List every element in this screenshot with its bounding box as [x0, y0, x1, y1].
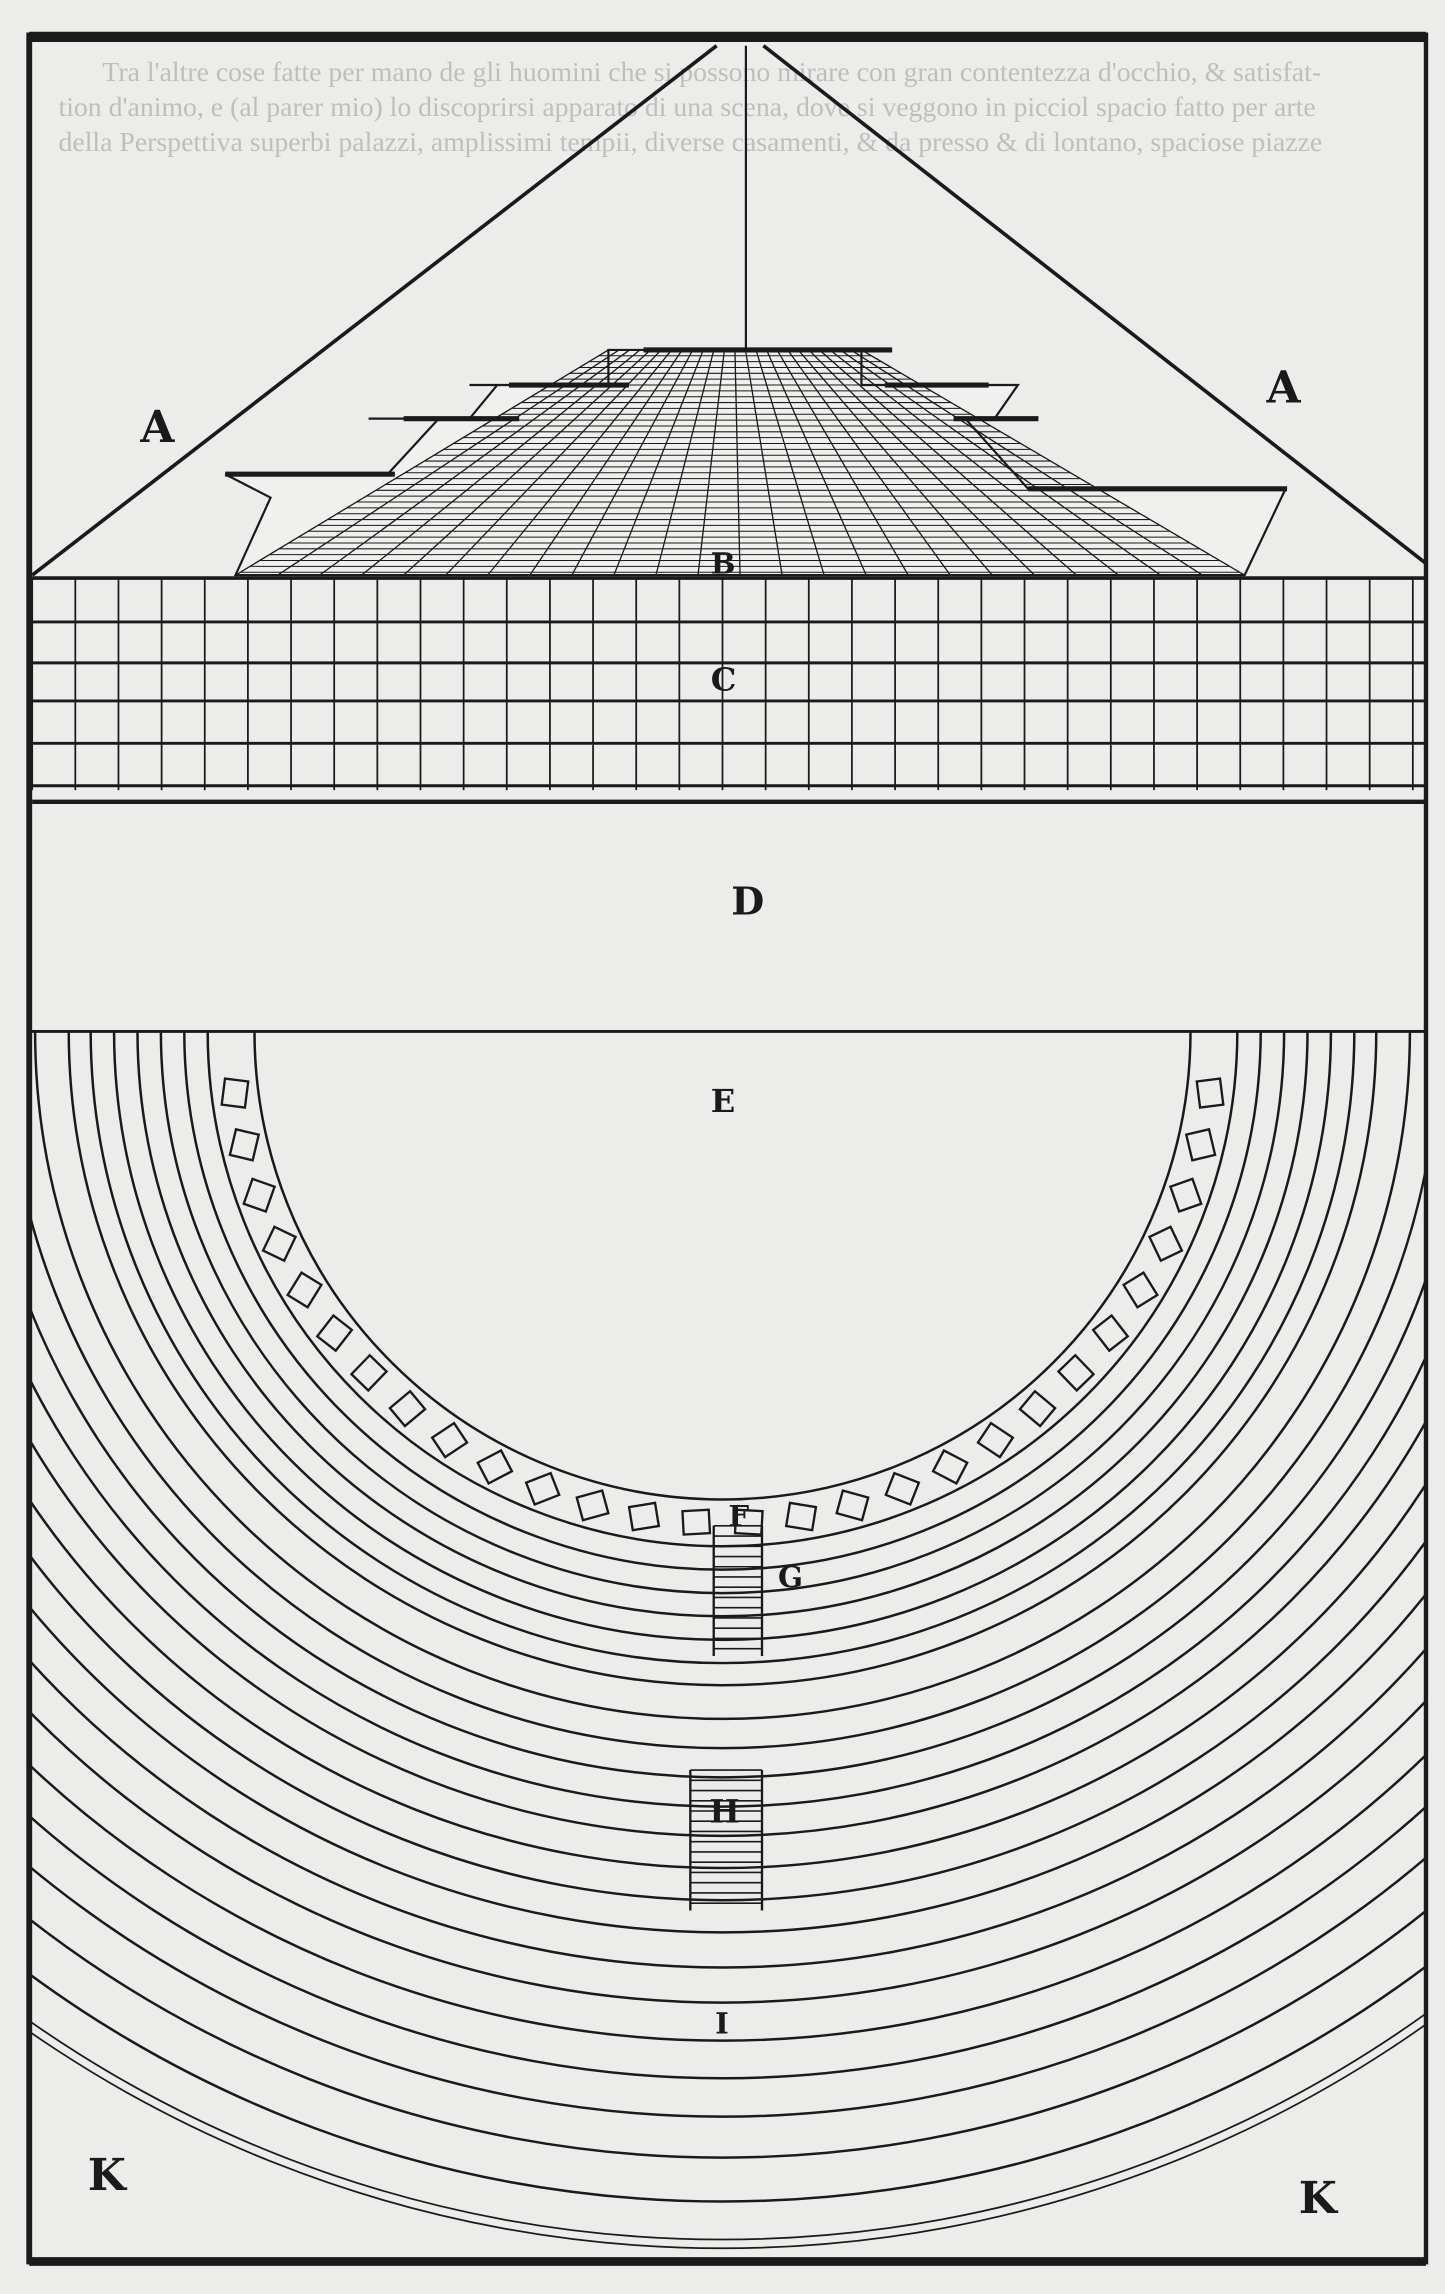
orchestra-box	[976, 1421, 1015, 1459]
seating-arc	[29, 1856, 1426, 2118]
orchestra-box	[733, 1508, 764, 1536]
floor-converging-line	[744, 349, 783, 576]
floor-converging-line	[765, 349, 867, 576]
label-g: G	[778, 1560, 803, 1594]
label-f: F	[728, 1499, 749, 1533]
orchestra-box	[1056, 1353, 1096, 1393]
floor-converging-line	[571, 349, 694, 576]
label-c: C	[711, 661, 737, 699]
auditorium-plan	[29, 1031, 1426, 2250]
orchestra-box	[627, 1501, 661, 1532]
floor-converging-line	[787, 349, 951, 576]
show-through-line: tion d'animo, e (al parer mio) lo discop…	[59, 92, 1316, 123]
orchestra-box	[349, 1353, 389, 1393]
orchestra-box	[884, 1471, 921, 1507]
orchestra-box	[524, 1471, 561, 1507]
seating-arc	[67, 1031, 1378, 1687]
seating-arc	[89, 1031, 1356, 1665]
seating-arc	[253, 1031, 1192, 1501]
orchestra-box	[835, 1489, 870, 1522]
seating-arc	[29, 1699, 1426, 2004]
orchestra-box	[681, 1508, 712, 1536]
label-k-right: K	[1299, 2173, 1339, 2224]
label-i: I	[715, 2006, 729, 2040]
label-b: B	[711, 547, 736, 581]
orchestra-box	[1121, 1270, 1159, 1309]
label-k-left: K	[88, 2150, 128, 2201]
seating-arc	[29, 1646, 1426, 1969]
orchestra-box	[1018, 1389, 1057, 1428]
seating-arc	[29, 1592, 1426, 1934]
seating-arc	[29, 1805, 1426, 2080]
floor-converging-line	[734, 349, 741, 576]
seating-arc	[29, 1538, 1426, 1902]
floor-converging-line	[818, 349, 1077, 576]
seating-arc	[112, 1031, 1333, 1642]
floor-converging-line	[776, 349, 909, 576]
floor-converging-line	[613, 349, 704, 576]
floor-converging-line	[655, 349, 715, 576]
floor-converging-line	[808, 349, 1035, 576]
orchestra-box	[228, 1127, 261, 1162]
seating-arc	[29, 2023, 1426, 2250]
floor-converging-line	[697, 349, 726, 576]
label-a-left: A	[139, 402, 175, 453]
seating-arc	[29, 1481, 1426, 1870]
orchestra-box	[476, 1448, 514, 1486]
seating-arc	[29, 1353, 1426, 1808]
seating-arc	[29, 2012, 1426, 2241]
floor-converging-line	[797, 349, 993, 576]
orchestra-box	[388, 1389, 427, 1428]
label-e: E	[711, 1082, 736, 1120]
seating-arc	[183, 1031, 1262, 1571]
orchestra-box	[1184, 1127, 1217, 1162]
orchestra-box	[784, 1501, 818, 1532]
orchestra-box	[315, 1313, 354, 1353]
label-a-right: A	[1266, 363, 1302, 414]
orchestra-box	[575, 1489, 610, 1522]
raked-stage-floor	[224, 348, 1288, 577]
label-h: H	[709, 1793, 739, 1831]
orchestra-box	[1195, 1077, 1225, 1109]
sightline-left	[31, 44, 718, 577]
seating-arc	[29, 1275, 1426, 1779]
orchestra-box	[286, 1270, 324, 1309]
label-d: D	[731, 878, 764, 923]
orchestra-box	[242, 1177, 277, 1214]
orchestra-box	[1168, 1177, 1203, 1214]
orchestra-box	[430, 1421, 469, 1459]
orchestra-box	[931, 1448, 969, 1486]
orchestra-box	[1091, 1313, 1130, 1353]
orchestra-box	[261, 1225, 298, 1263]
floor-converging-line	[529, 349, 683, 576]
show-through-text: Tra l'altre cose fatte per mano de gli h…	[59, 57, 1323, 158]
floor-converging-line	[487, 349, 673, 576]
seating-arc	[159, 1031, 1286, 1595]
seating-arc	[136, 1031, 1309, 1618]
floor-converging-line	[829, 349, 1119, 576]
seating-arc	[29, 1964, 1426, 2203]
sightline-right	[762, 44, 1428, 565]
seating-arc	[29, 1418, 1426, 1838]
floor-converging-line	[755, 349, 825, 576]
show-through-line: Tra l'altre cose fatte per mano de gli h…	[102, 57, 1321, 88]
orchestra-box	[220, 1077, 250, 1109]
orchestra-box	[1147, 1225, 1184, 1263]
seating-arc	[29, 1161, 1426, 1750]
show-through-line: della Perspettiva superbi palazzi, ampli…	[59, 127, 1323, 158]
seating-arc	[33, 1031, 1412, 1721]
seating-arc	[29, 1753, 1426, 2042]
seating-arc	[29, 1909, 1426, 2159]
